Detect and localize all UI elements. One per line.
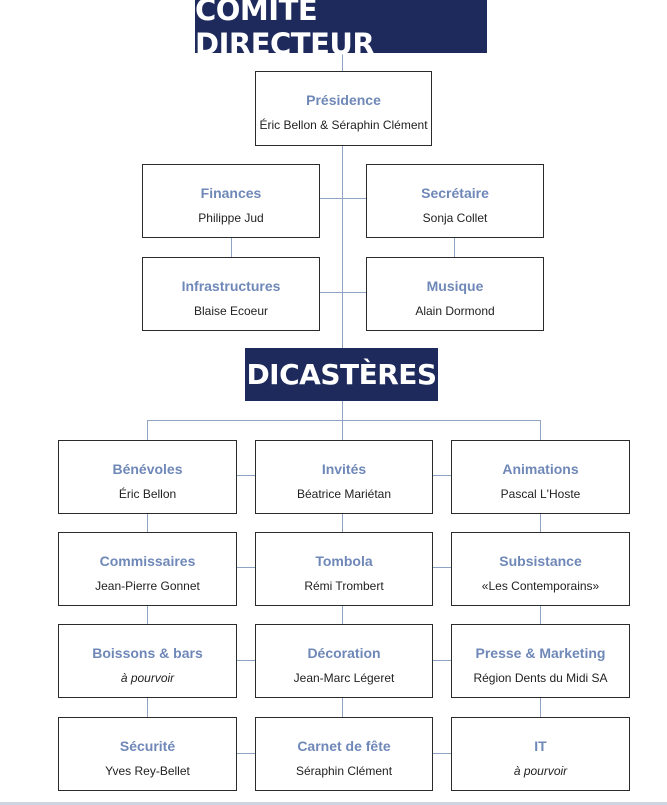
person-name: Région Dents du Midi SA — [473, 671, 608, 685]
person-name: Éric Bellon & Séraphin Clément — [259, 118, 428, 132]
role-title: Finances — [200, 185, 262, 201]
infrastructures-box: Infrastructures Blaise Ecoeur — [142, 257, 320, 331]
connector-line — [320, 198, 366, 199]
dicastere-benevoles-box: Bénévoles Éric Bellon — [58, 440, 237, 514]
person-name: Alain Dormond — [415, 304, 495, 318]
connector-line — [342, 53, 343, 348]
dicastere-boissons-box: Boissons & bars à pourvoir — [58, 624, 237, 698]
role-title: Décoration — [307, 645, 381, 661]
connector-line — [237, 660, 255, 661]
connector-line — [433, 753, 451, 754]
person-name: Béatrice Mariétan — [296, 487, 392, 501]
connector-line — [320, 292, 366, 293]
person-name: à pourvoir — [120, 671, 175, 685]
connector-line — [237, 475, 255, 476]
connector-line — [237, 753, 255, 754]
dicastere-securite-box: Sécurité Yves Rey-Bellet — [58, 717, 237, 791]
connector-line — [454, 237, 455, 257]
dicastere-it-box: IT à pourvoir — [451, 717, 630, 791]
page-bottom-rule — [0, 802, 667, 805]
role-title: Présidence — [306, 92, 381, 108]
person-name: Pascal L'Hoste — [500, 487, 581, 501]
role-title: Commissaires — [99, 553, 196, 569]
person-name: Éric Bellon — [118, 487, 177, 501]
person-name: Philippe Jud — [198, 211, 264, 225]
role-title: IT — [534, 738, 547, 754]
role-title: Infrastructures — [181, 278, 281, 294]
role-title: Invités — [321, 461, 367, 477]
role-title: Tombola — [315, 553, 373, 569]
connector-line — [433, 475, 451, 476]
role-title: Presse & Marketing — [475, 645, 606, 661]
dicastere-invites-box: Invités Béatrice Mariétan — [255, 440, 433, 514]
connector-line — [147, 420, 540, 421]
dicastere-tombola-box: Tombola Rémi Trombert — [255, 532, 433, 606]
person-name: Blaise Ecoeur — [193, 304, 269, 318]
secretaire-box: Secrétaire Sonja Collet — [366, 164, 544, 238]
connector-line — [237, 567, 255, 568]
person-name: Jean-Marc Légeret — [293, 671, 395, 685]
connector-line — [231, 237, 232, 257]
dicasteres-header: DICASTÈRES — [245, 348, 438, 401]
connector-line — [433, 567, 451, 568]
role-title: Sécurité — [119, 738, 176, 754]
dicastere-commissaires-box: Commissaires Jean-Pierre Gonnet — [58, 532, 237, 606]
role-title: Boissons & bars — [92, 645, 203, 661]
role-title: Musique — [426, 278, 484, 294]
committee-header: COMITÉ DIRECTEUR — [195, 0, 487, 61]
role-title: Subsistance — [499, 553, 582, 569]
dicastere-carnet-box: Carnet de fête Séraphin Clément — [255, 717, 433, 791]
person-name: «Les Contemporains» — [481, 579, 600, 593]
role-title: Secrétaire — [421, 185, 489, 201]
presidence-box: Présidence Éric Bellon & Séraphin Clémen… — [255, 71, 432, 146]
role-title: Animations — [502, 461, 579, 477]
finances-box: Finances Philippe Jud — [142, 164, 320, 238]
person-name: Rémi Trombert — [304, 579, 384, 593]
dicastere-presse-box: Presse & Marketing Région Dents du Midi … — [451, 624, 630, 698]
musique-box: Musique Alain Dormond — [366, 257, 544, 331]
person-name: Sonja Collet — [422, 211, 488, 225]
person-name: Jean-Pierre Gonnet — [95, 579, 200, 593]
connector-line — [433, 660, 451, 661]
dicastere-animations-box: Animations Pascal L'Hoste — [451, 440, 630, 514]
dicastere-subsistance-box: Subsistance «Les Contemporains» — [451, 532, 630, 606]
person-name: Yves Rey-Bellet — [105, 764, 190, 778]
dicastere-decoration-box: Décoration Jean-Marc Légeret — [255, 624, 433, 698]
person-name: Séraphin Clément — [295, 764, 393, 778]
role-title: Bénévoles — [112, 461, 183, 477]
role-title: Carnet de fête — [297, 738, 391, 754]
person-name: à pourvoir — [513, 764, 568, 778]
